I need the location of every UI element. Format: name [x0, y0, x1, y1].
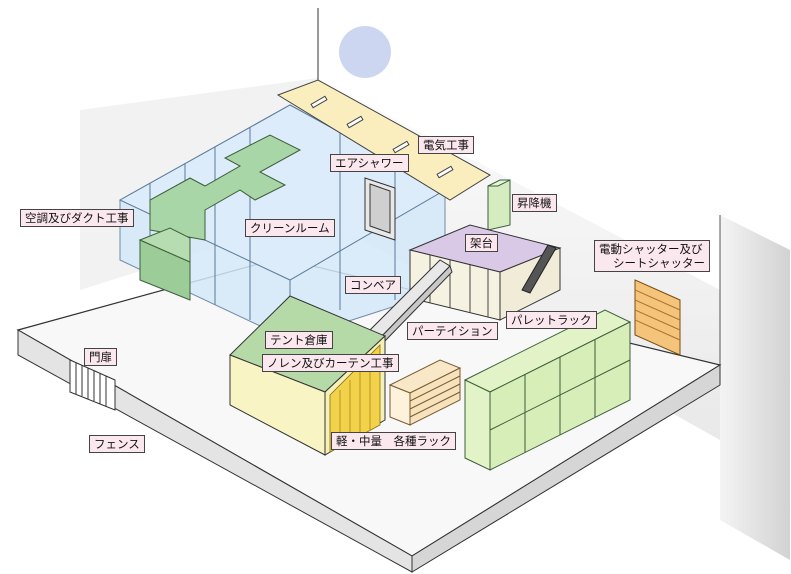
label-mezzanine: 架台 [465, 234, 498, 252]
label-power-shutter: 電動シャッター及び シートシャッター [594, 240, 710, 272]
label-pallet-rack: パレットラック [506, 311, 597, 329]
label-gate: 門扉 [84, 348, 117, 366]
label-hvac-duct: 空調及びダクト工事 [20, 209, 134, 227]
label-clean-room: クリーンルーム [245, 219, 335, 237]
air-shower [364, 177, 396, 241]
lift [487, 179, 511, 231]
storage-racks [388, 359, 462, 426]
electric-shutter [634, 279, 681, 356]
pallet-rack [463, 309, 632, 471]
label-electrical: 電気工事 [418, 136, 474, 154]
floor-edge-right [411, 364, 721, 573]
label-conveyor: コンベア [345, 276, 401, 294]
hvac-duct [138, 134, 302, 301]
label-air-shower: エアシャワー [330, 154, 409, 172]
label-racks: 軽・中量 各種ラック [331, 432, 456, 450]
label-lift: 昇降機 [512, 194, 557, 212]
label-power-shutter-line1: 電動シャッター及び [599, 242, 703, 256]
label-tent-warehouse: テント倉庫 [265, 331, 333, 349]
gate [69, 359, 116, 411]
label-partition: パーテイション [407, 322, 498, 340]
label-fence: フェンス [89, 435, 145, 453]
label-power-shutter-line2: シートシャッター [613, 256, 705, 270]
label-noren-curtain: ノレン及びカーテン工事 [262, 354, 399, 372]
ceiling-light [339, 26, 391, 78]
